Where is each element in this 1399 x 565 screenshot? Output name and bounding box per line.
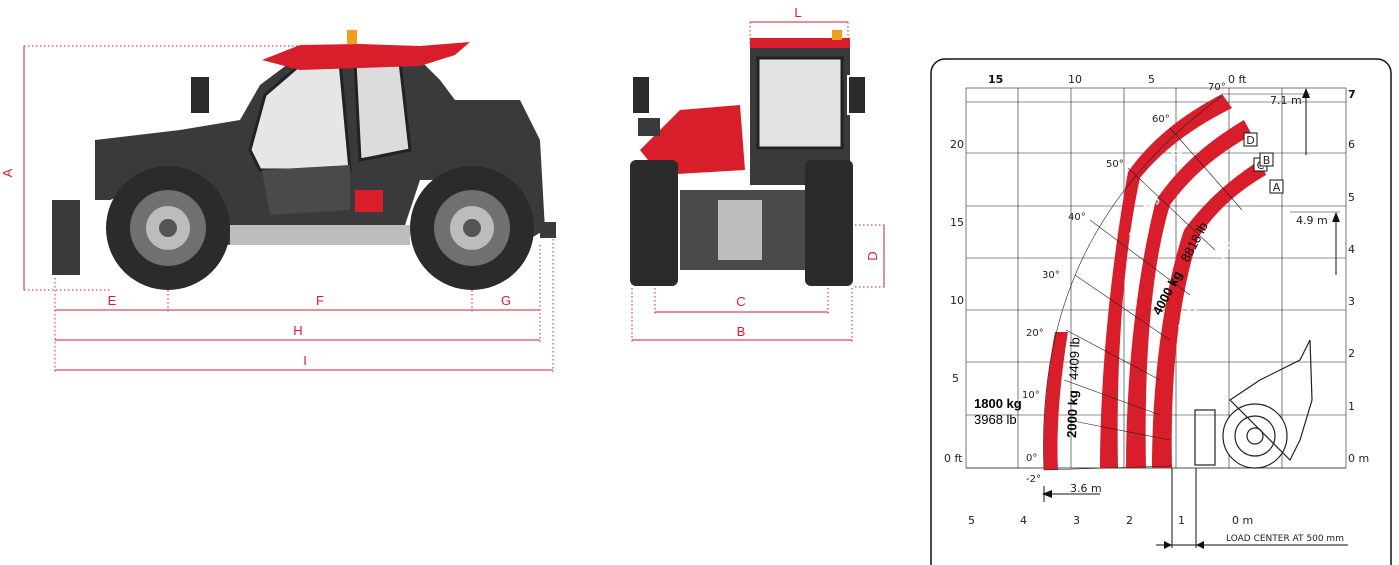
m-right-0: 0 m [1348, 452, 1369, 465]
pos-label-a: A [1273, 181, 1281, 194]
m-right-7: 7 [1348, 88, 1356, 101]
ft-left-5: 5 [952, 372, 959, 385]
load-center-label: LOAD CENTER AT 500 mm [1226, 534, 1344, 544]
pos-box-a [1269, 179, 1284, 194]
zone-4500kg [1152, 160, 1266, 468]
front-view-machine [630, 30, 867, 286]
ft-top-0: 0 ft [1228, 73, 1247, 86]
cab-front-roof [750, 38, 850, 48]
tow-hitch [540, 222, 556, 238]
cap-1800-kg: 1800 kg [974, 396, 1022, 411]
load-chart: 15 10 5 0 ft 20 15 10 5 0 ft 7 6 5 4 3 2… [930, 58, 1392, 565]
m-right-6: 6 [1348, 138, 1355, 151]
chart-fork-icon [1194, 409, 1216, 466]
chassis-skirt [230, 225, 410, 245]
angle-50: 50° [1106, 159, 1124, 170]
m-bottom-2: 2 [1126, 514, 1133, 527]
cap-2000-lb: 4409 lb [1066, 337, 1082, 380]
max-envelope [1043, 95, 1223, 471]
m-bottom-3: 3 [1073, 514, 1080, 527]
mirror-icon-left [631, 75, 651, 115]
cab-window [248, 60, 352, 172]
ft-top-10: 10 [1068, 73, 1082, 86]
cab-roof [262, 42, 470, 70]
dim-label-b: B [737, 324, 746, 339]
front-wheel-left [630, 160, 678, 286]
mirror-icon-right [847, 75, 867, 115]
load-zones [1043, 94, 1266, 471]
ft-top-15: 15 [988, 73, 1003, 86]
dim-label-a: A [0, 168, 15, 177]
angle-40: 40° [1068, 212, 1086, 223]
pos-label-d: D [1246, 134, 1254, 147]
angle-70: 70° [1208, 82, 1226, 93]
m-right-2: 2 [1348, 347, 1355, 360]
m-right-1: 1 [1348, 400, 1355, 413]
dim-label-g: G [501, 293, 511, 308]
angle-lines [1063, 127, 1243, 441]
dim-label-h: H [293, 323, 302, 338]
ft-left-20: 20 [950, 138, 964, 151]
dim-label-f: F [316, 293, 324, 308]
pos-box-b [1259, 152, 1274, 167]
beacon-light-icon [347, 30, 357, 44]
dim-label-c: C [736, 294, 745, 309]
angle-20: 20° [1026, 328, 1044, 339]
reach-label: 3.6 m [1070, 482, 1102, 495]
boom-head [640, 105, 745, 175]
ft-left-0: 0 ft [944, 452, 963, 465]
m-bottom-0: 0 m [1232, 514, 1253, 527]
angle-60: 60° [1152, 114, 1170, 125]
dim-label-l: L [794, 5, 801, 20]
beacon-light-icon-front [832, 30, 842, 40]
ft-left-15: 15 [950, 216, 964, 229]
m-bottom-5: 5 [968, 514, 975, 527]
cap-2000-kg: 2000 kg [1064, 390, 1081, 438]
pos-label-b: B [1263, 154, 1271, 167]
angle-minus-2: -2° [1026, 474, 1041, 485]
angle-30: 30° [1042, 270, 1060, 281]
m-right-5: 5 [1348, 191, 1355, 204]
m-bottom-1: 1 [1178, 514, 1185, 527]
step-light [355, 190, 383, 212]
pos-box-d [1243, 132, 1258, 147]
front-wheel-right [805, 160, 853, 286]
cap-1800-lb: 3968 lb [974, 412, 1017, 427]
ft-left-10: 10 [950, 294, 964, 307]
angle-0: 0° [1026, 453, 1037, 464]
dim-label-d: D [865, 251, 880, 260]
angle-10: 10° [1022, 390, 1040, 401]
max-height-label: 7.1 m [1270, 94, 1302, 107]
m-right-3: 3 [1348, 295, 1355, 308]
ft-top-5: 5 [1148, 73, 1155, 86]
zone-3000kg [1100, 94, 1232, 468]
dim-label-e: E [108, 293, 117, 308]
fork-carriage [52, 200, 80, 275]
cab-door [262, 165, 350, 215]
zone-4000kg [1126, 120, 1252, 468]
load-chart-grid [965, 87, 1347, 469]
m-bottom-4: 4 [1020, 514, 1027, 527]
dim-label-i: I [303, 353, 307, 368]
cab-front-window [756, 56, 844, 150]
m-right-4: 4 [1348, 243, 1355, 256]
mirror-icon [189, 75, 211, 115]
side-view-machine [52, 30, 556, 290]
mid-height-label: 4.9 m [1296, 214, 1328, 227]
chart-machine-silhouette [1194, 339, 1313, 469]
height-arrows [1042, 88, 1348, 549]
front-dimensions: L C B D [631, 5, 886, 342]
cab-window-rear [353, 60, 412, 162]
side-dimensions: A E F G H I [0, 45, 554, 372]
